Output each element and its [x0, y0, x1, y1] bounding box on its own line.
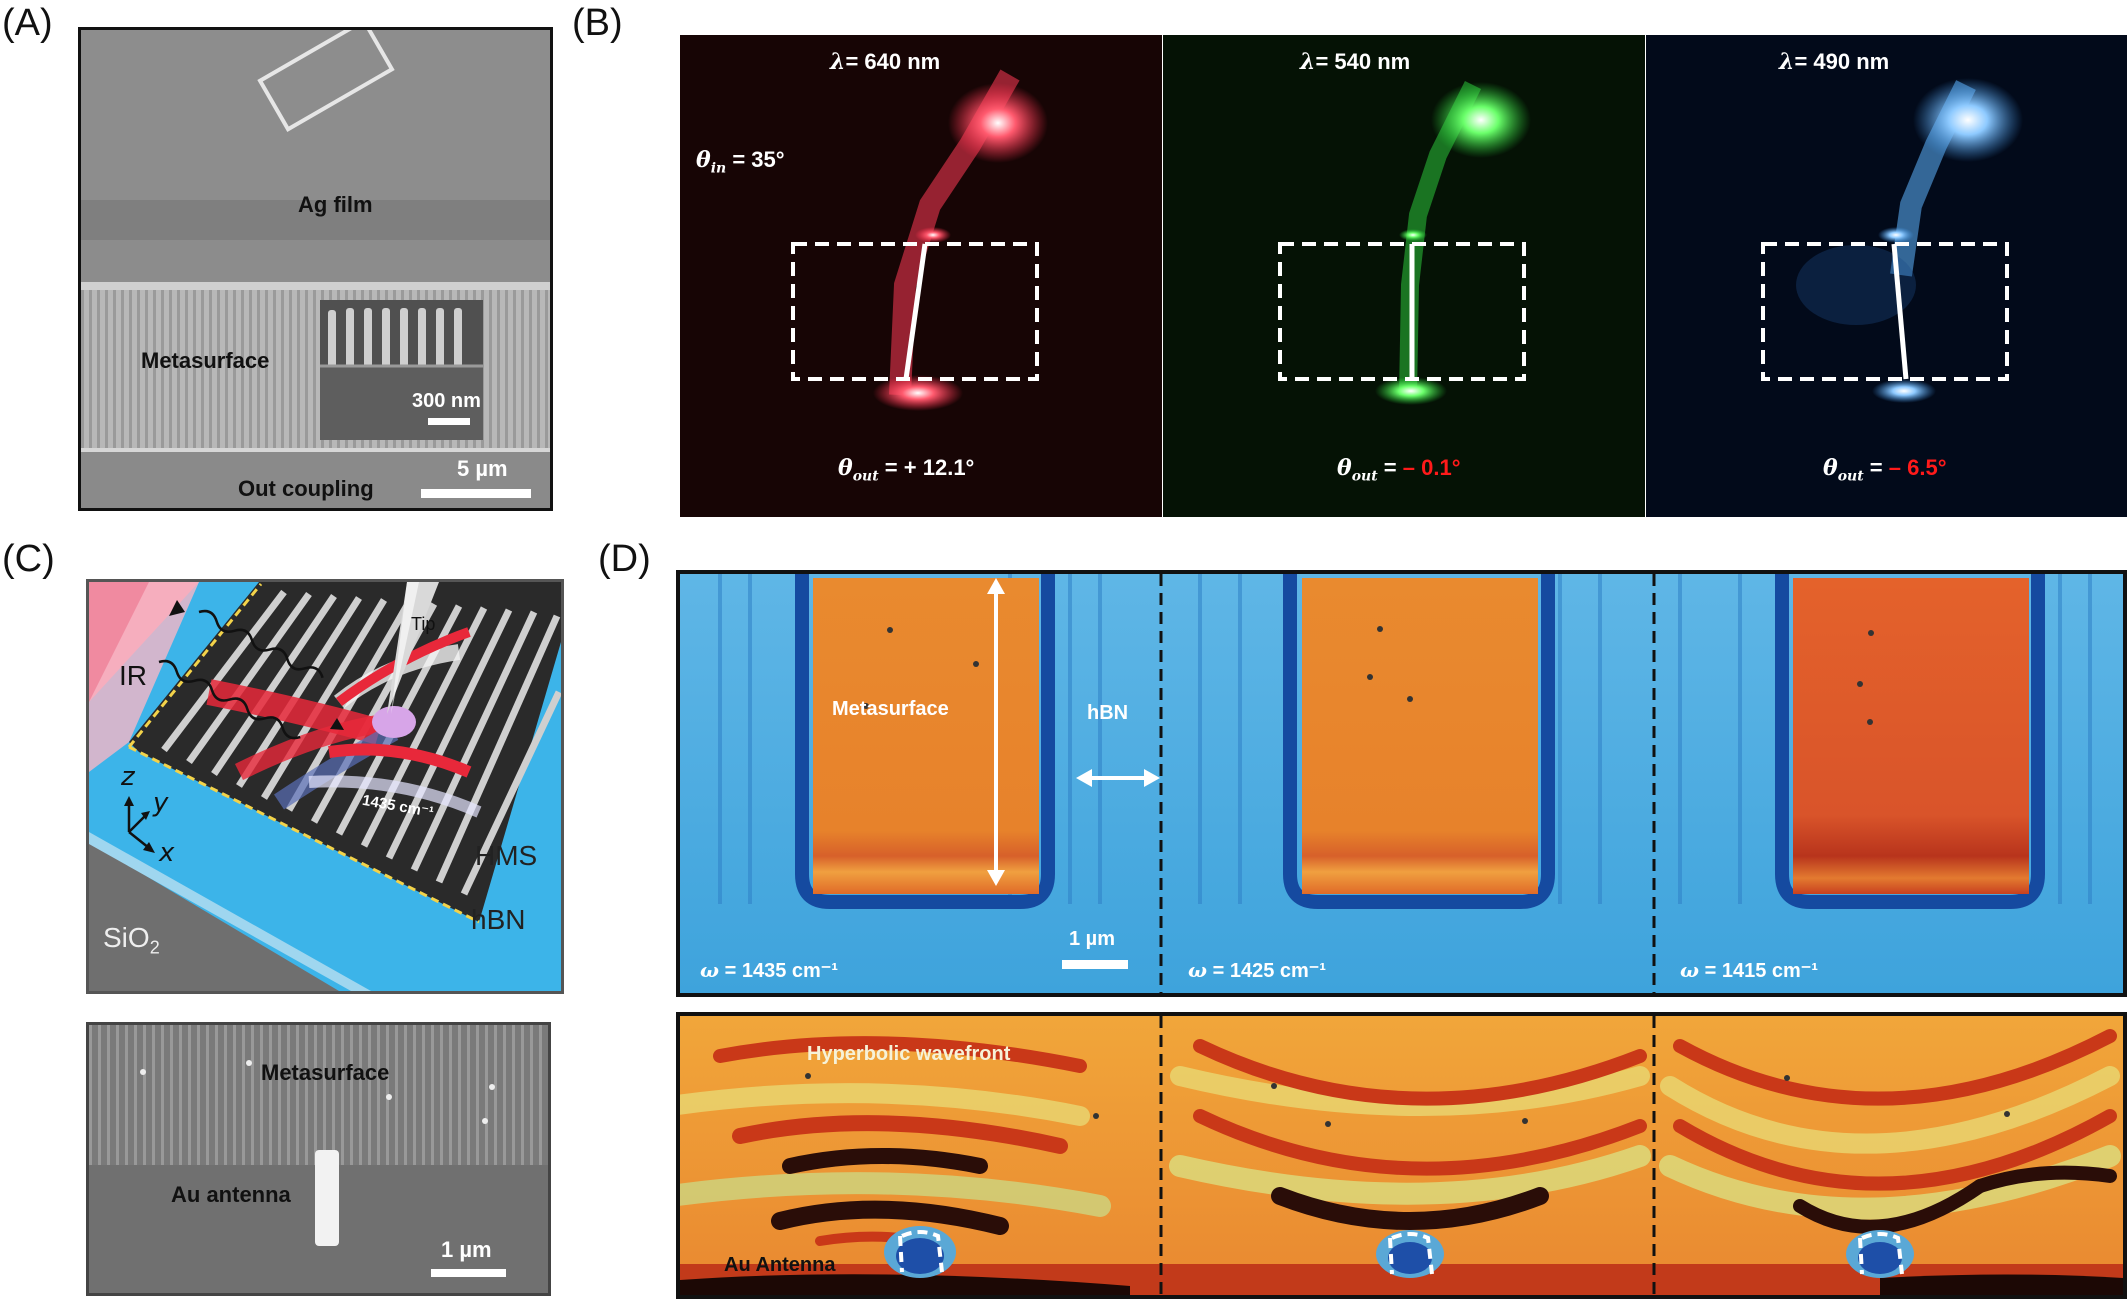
- theta-out-symbol: θ: [1337, 455, 1352, 481]
- panel-c-sem-image: Metasurface Au antenna 1 µm: [86, 1022, 551, 1296]
- metasurface-label-d: Metasurface: [832, 698, 949, 720]
- hms-label: HMS: [475, 840, 538, 871]
- panel-b-image-540nm: λ= 540 nm θout = – 0.1°: [1163, 35, 1645, 517]
- axis-z-label: z: [121, 762, 135, 792]
- scale-bar-1um-c: [431, 1269, 506, 1277]
- omega-1435: ω = 1435 cm⁻¹: [700, 958, 838, 983]
- out-coupling-label: Out coupling: [238, 476, 374, 501]
- theta-out-490: θout = – 6.5°: [1823, 455, 1947, 484]
- sio2-label: SiO2: [103, 922, 160, 959]
- sio2-sub: 2: [149, 937, 160, 958]
- theta-out-eq: =: [1383, 455, 1397, 480]
- theta-out-value: + 12.1°: [903, 455, 975, 480]
- omega-1425: ω = 1425 cm⁻¹: [1188, 958, 1326, 983]
- theta-in-sub: in: [710, 160, 727, 177]
- scale-1um-label-c: 1 µm: [441, 1237, 492, 1262]
- schematic-graphic: [89, 582, 561, 991]
- scale-1um-label-d: 1 µm: [1069, 928, 1115, 950]
- theta-out-eq: =: [884, 455, 898, 480]
- theta-out-640: θout = + 12.1°: [838, 455, 974, 484]
- panel-d-label: (D): [598, 538, 651, 580]
- theta-out-sub: out: [1351, 468, 1378, 485]
- ir-label: IR: [119, 660, 147, 691]
- beam-graphic-blue: [1646, 35, 2127, 517]
- ag-film-label: Ag film: [298, 192, 373, 217]
- antenna-sem-graphic: [89, 1025, 548, 1293]
- hbn-label: hBN: [471, 904, 526, 935]
- omega-symbol: ω: [700, 958, 720, 982]
- lambda-540: λ= 540 nm: [1300, 49, 1410, 75]
- panel-b-label: (B): [572, 2, 623, 44]
- omega-value: = 1435 cm⁻¹: [724, 960, 839, 982]
- theta-out-sub: out: [1837, 468, 1864, 485]
- lambda-value: = 640 nm: [845, 49, 941, 74]
- panel-c-label: (C): [2, 538, 55, 580]
- inset-sem-image: 300 nm: [320, 300, 483, 440]
- lambda-value: = 540 nm: [1315, 49, 1411, 74]
- panel-b-image-640nm: λ= 640 nm θin = 35° θout = + 12.1°: [680, 35, 1162, 517]
- sio2-text: SiO: [103, 922, 150, 953]
- panel-c-schematic: IR Tip 1435 cm⁻¹ HMS hBN SiO2 z y x: [86, 579, 564, 994]
- theta-out-value: – 0.1°: [1402, 455, 1461, 480]
- scale-bar-5um: [421, 489, 531, 498]
- metasurface-label-c: Metasurface: [261, 1060, 390, 1085]
- theta-in-symbol: θ: [696, 147, 711, 173]
- theta-out-sub: out: [852, 468, 879, 485]
- omega-symbol: ω: [1188, 958, 1208, 982]
- omega-1415: ω = 1415 cm⁻¹: [1680, 958, 1818, 983]
- omega-value: = 1415 cm⁻¹: [1704, 960, 1819, 982]
- lambda-640: λ= 640 nm: [830, 49, 940, 75]
- axis-y-label: y: [153, 788, 169, 818]
- theta-out-symbol: θ: [838, 455, 853, 481]
- panel-a-label: (A): [2, 2, 53, 44]
- metasurface-label: Metasurface: [141, 348, 270, 373]
- hbn-label-d: hBN: [1087, 702, 1129, 724]
- theta-out-eq: =: [1869, 455, 1883, 480]
- d-bottom-graphic: [680, 1016, 2123, 1295]
- lambda-symbol: λ: [1779, 49, 1795, 75]
- theta-out-540: θout = – 0.1°: [1337, 455, 1461, 484]
- d-top-graphic: [680, 574, 2123, 993]
- axis-x-label: x: [159, 838, 175, 868]
- lambda-490: λ= 490 nm: [1779, 49, 1889, 75]
- au-antenna-label-d: Au Antenna: [724, 1254, 836, 1276]
- panel-b-image-490nm: λ= 490 nm θout = – 6.5°: [1646, 35, 2127, 517]
- au-antenna-label-c: Au antenna: [171, 1182, 291, 1207]
- omega-value: = 1425 cm⁻¹: [1212, 960, 1327, 982]
- theta-in-value: = 35°: [732, 147, 785, 172]
- theta-out-value: – 6.5°: [1888, 455, 1947, 480]
- scale-300nm-label: 300 nm: [412, 390, 481, 412]
- inset-graphic: [320, 300, 483, 440]
- theta-in-label: θin = 35°: [696, 147, 785, 176]
- hyperbolic-wavefront-label: Hyperbolic wavefront: [807, 1043, 1011, 1065]
- scale-bar-300nm: [428, 418, 470, 425]
- tip-label: Tip: [411, 614, 436, 634]
- lambda-symbol: λ: [830, 49, 846, 75]
- beam-graphic-green: [1163, 35, 1645, 517]
- lambda-symbol: λ: [1300, 49, 1316, 75]
- omega-symbol: ω: [1680, 958, 1700, 982]
- scale-5um-label: 5 µm: [457, 456, 508, 481]
- beam-graphic-red: [680, 35, 1162, 517]
- panel-d-top: Metasurface hBN 1 µm ω = 1435 cm⁻¹ ω = 1…: [676, 570, 2127, 997]
- theta-out-symbol: θ: [1823, 455, 1838, 481]
- lambda-value: = 490 nm: [1794, 49, 1890, 74]
- panel-d-bottom: Hyperbolic wavefront Au Antenna: [676, 1012, 2127, 1299]
- panel-a-sem-image: Ag film Metasurface Out coupling 5 µm 30…: [78, 27, 553, 511]
